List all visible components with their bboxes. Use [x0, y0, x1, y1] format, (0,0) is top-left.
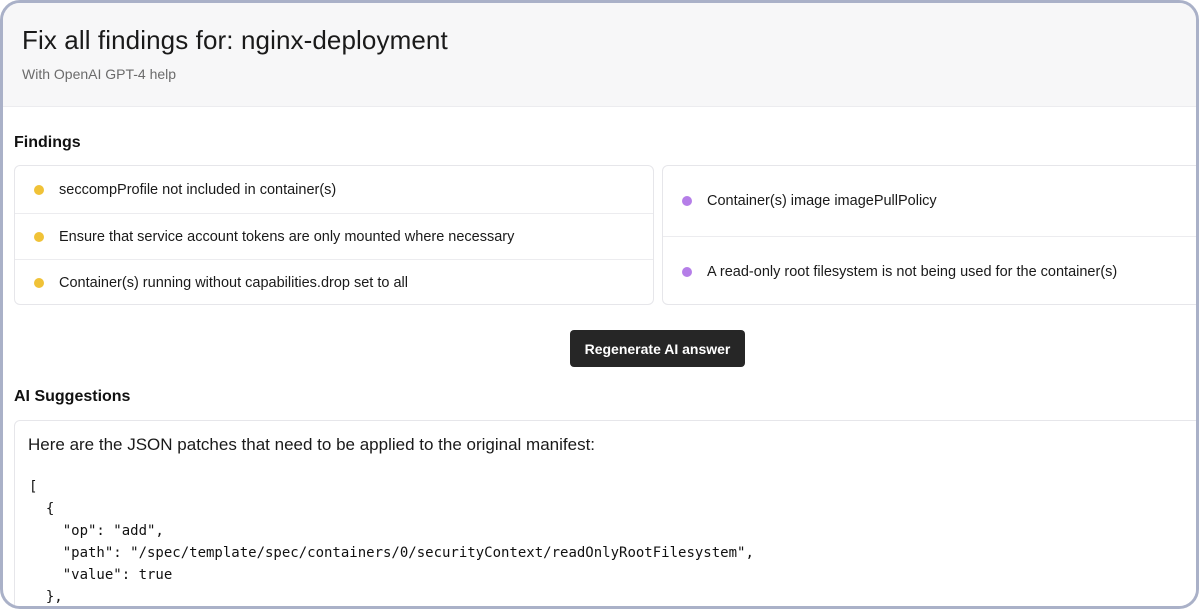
code-line: [: [29, 479, 38, 495]
findings-card-left: seccompProfile not included in container…: [14, 165, 654, 305]
severity-dot-icon: [34, 231, 44, 242]
ai-suggestions-heading: AI Suggestions: [14, 388, 131, 405]
finding-item[interactable]: A read-only root filesystem is not being…: [663, 236, 1196, 304]
severity-dot-icon: [34, 184, 44, 195]
code-line: {: [29, 501, 55, 517]
finding-item[interactable]: Container(s) running without capabilitie…: [15, 259, 653, 304]
severity-dot-icon: [682, 196, 692, 206]
severity-dot-icon: [34, 278, 44, 288]
finding-label: Ensure that service account tokens are o…: [59, 228, 515, 245]
finding-label: seccompProfile not included in container…: [59, 181, 337, 198]
findings-heading: Findings: [14, 134, 81, 151]
severity-dot-icon: [682, 266, 692, 277]
findings-card-right: Container(s) image imagePullPolicy A rea…: [662, 165, 1196, 305]
finding-item[interactable]: seccompProfile not included in container…: [15, 166, 653, 213]
page-subtitle: With OpenAI GPT-4 help: [22, 66, 177, 82]
code-line: "path": "/spec/template/spec/containers/…: [29, 545, 754, 561]
suggestions-intro: Here are the JSON patches that need to b…: [28, 435, 596, 454]
ai-suggestions-card: Here are the JSON patches that need to b…: [14, 420, 1196, 606]
code-line: },: [29, 589, 63, 605]
finding-label: A read-only root filesystem is not being…: [707, 263, 1118, 280]
finding-label: Container(s) running without capabilitie…: [59, 275, 408, 291]
code-line: "op": "add",: [29, 523, 164, 539]
page-header: Fix all findings for: nginx-deployment W…: [3, 3, 1196, 107]
finding-item[interactable]: Container(s) image imagePullPolicy: [663, 166, 1196, 236]
regenerate-ai-answer-button[interactable]: Regenerate AI answer: [570, 330, 745, 367]
json-patch-code-block[interactable]: [ { "op": "add", "path": "/spec/template…: [29, 476, 754, 606]
finding-label: Container(s) image imagePullPolicy: [707, 193, 937, 209]
code-line: "value": true: [29, 567, 173, 583]
page-title: Fix all findings for: nginx-deployment: [22, 25, 448, 55]
finding-item[interactable]: Ensure that service account tokens are o…: [15, 213, 653, 259]
